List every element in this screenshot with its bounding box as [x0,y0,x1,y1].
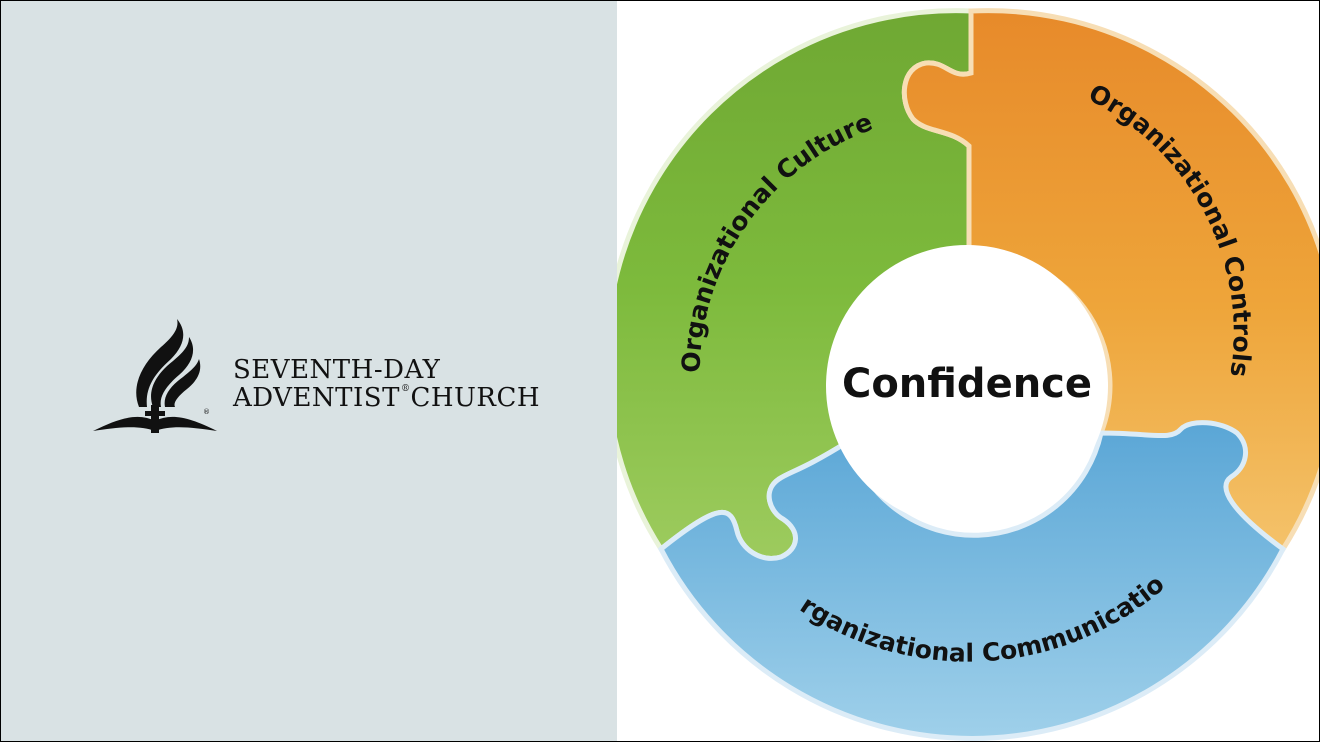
logo-panel: ® SEVENTH-DAY ADVENTIST®CHURCH [1,1,617,741]
logo-line-1: SEVENTH-DAY [233,355,441,385]
registered-mark: ® [203,408,210,416]
logo-word-church: CHURCH [410,383,541,413]
logo-word-adventist: ADVENTIST [233,383,400,413]
center-circle [826,245,1108,527]
logo-line-2: ADVENTIST®CHURCH [233,383,541,413]
communication-segment [657,420,1287,741]
registered-mark-small: ® [400,384,411,394]
church-logo: ® SEVENTH-DAY ADVENTIST®CHURCH [91,317,561,437]
logo-wordmark: SEVENTH-DAY ADVENTIST®CHURCH [233,357,540,411]
center-label: Confidence [842,361,1092,407]
flame-bible-icon [93,319,217,433]
